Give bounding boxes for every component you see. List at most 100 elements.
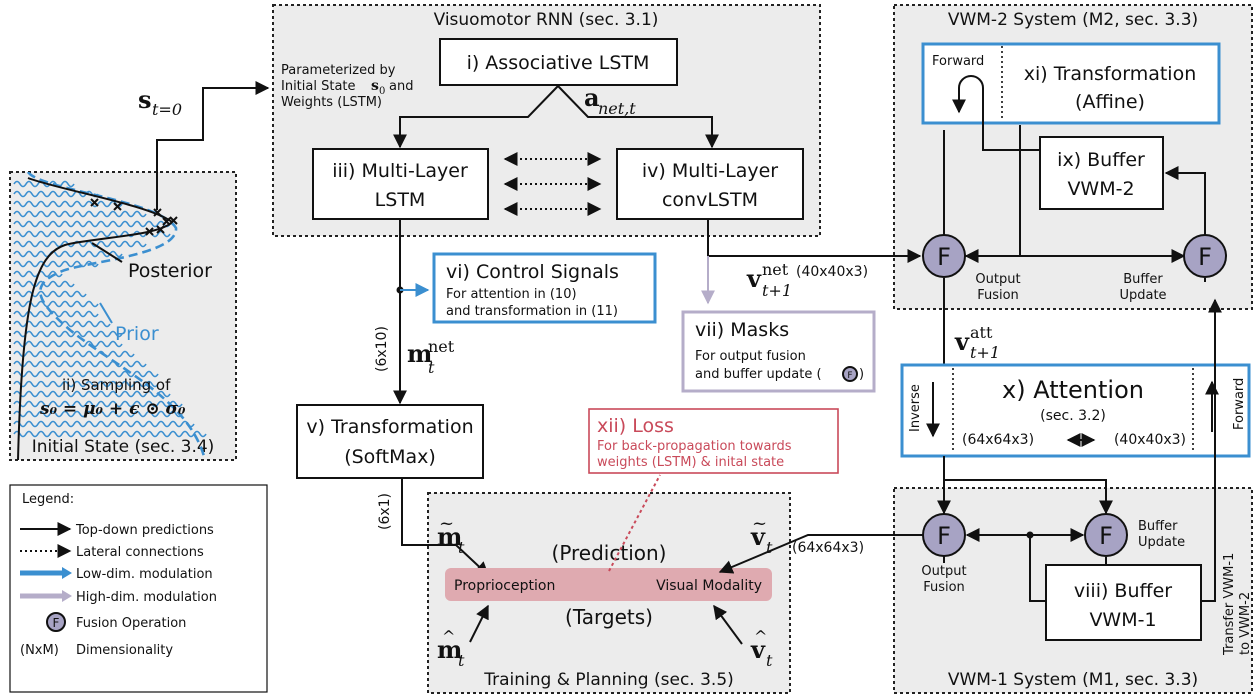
vwm1-buffer-update-line2: Update — [1138, 535, 1185, 550]
vwm2-title: VWM-2 System (M2, sec. 3.3) — [948, 10, 1198, 30]
loss-line1: For back-propagation towards — [597, 439, 792, 454]
param-line1: Parameterized by — [281, 63, 396, 78]
assoc-to-convlstm-arrow — [557, 85, 719, 149]
v-hat-symbol: v — [750, 635, 766, 664]
v-net-sub: t+1 — [762, 281, 792, 300]
param-line2: Initial State — [281, 79, 356, 94]
v-net-dim: (40x40x3) — [796, 264, 868, 280]
posterior-pointer — [91, 242, 123, 263]
multilayer-lstm-line1: iii) Multi-Layer — [332, 160, 468, 182]
transfer-arrow — [1201, 298, 1222, 602]
masks-box: vii) Masks For output fusion and buffer … — [681, 310, 876, 393]
svg-text:F: F — [937, 243, 951, 271]
affine-transformation-box: Forward xi) Transformation (Affine) — [921, 42, 1221, 125]
svg-text:~: ~ — [439, 513, 454, 534]
legend-item-4: High-dim. modulation — [76, 590, 217, 605]
v-att-sub: t+1 — [970, 343, 1000, 362]
fusion-output-vwm1: F — [922, 513, 966, 557]
hatch-wave — [13, 260, 99, 268]
hatch-wave — [13, 240, 147, 248]
multilayer-convlstm-box: iv) Multi-Layer convLSTM — [616, 148, 804, 220]
v-att-sup: att — [970, 323, 993, 342]
hatch-wave — [13, 360, 147, 368]
a-net-subscript: net,t — [598, 99, 636, 118]
sampling-equation: s₀ = μ₀ + ϵ ⊙ σ₀ — [39, 399, 186, 419]
v-net-sup: net — [762, 260, 789, 279]
hatch-wave — [13, 350, 135, 358]
svg-text:): ) — [859, 367, 864, 382]
attention-forward-label: Forward — [1232, 378, 1247, 430]
vwm2-output-fusion-line2: Fusion — [977, 288, 1019, 303]
initial-state-title: Initial State (sec. 3.4) — [32, 437, 215, 457]
prediction-arrow — [718, 534, 925, 574]
loss-box: xii) Loss For back-propagation towards w… — [588, 408, 839, 474]
visuomotor-title: Visuomotor RNN (sec. 3.1) — [434, 10, 659, 30]
hatch-wave — [13, 430, 207, 438]
hatch-wave — [13, 420, 195, 428]
s-t0-subscript: t=0 — [152, 100, 182, 119]
hatch-wave — [13, 300, 99, 308]
attention-left-dim: (64x64x3) — [962, 432, 1034, 448]
m-tilde-symbol: m — [437, 522, 462, 551]
lateral-connections — [503, 152, 602, 216]
vwm2-output-fusion-line1: Output — [975, 272, 1020, 287]
hatch-wave — [13, 290, 87, 298]
m-net-sub: t — [428, 358, 435, 377]
hatch-wave — [13, 340, 123, 348]
modality-bar — [445, 568, 772, 601]
vwm1-title: VWM-1 System (M1, sec. 3.3) — [948, 670, 1198, 690]
vwm1-buffer-update-line1: Buffer — [1138, 519, 1178, 534]
vwm1-output-fusion-line1: Output — [921, 564, 966, 579]
sampling-label: ii) Sampling of — [62, 376, 171, 394]
svg-text:^: ^ — [442, 627, 455, 646]
v-att-symbol: v — [954, 327, 970, 356]
hatch-wave — [13, 230, 171, 238]
softmax-box: v) Transformation (SoftMax) — [296, 404, 484, 479]
transfer-line2: to VWM-2 — [1238, 592, 1253, 655]
svg-text:~: ~ — [752, 513, 767, 534]
masks-fusion-icon — [842, 366, 858, 382]
param-line2b: and — [389, 79, 413, 94]
prior-label: Prior — [115, 323, 159, 345]
control-signals-title: vi) Control Signals — [446, 261, 619, 283]
legend-item-3: Low-dim. modulation — [76, 567, 213, 582]
prior-pointer — [99, 302, 113, 324]
svg-text:t: t — [766, 651, 773, 670]
m-net-symbol: m — [407, 339, 432, 368]
hatch-wave — [13, 390, 171, 398]
a-net-symbol: a — [584, 83, 600, 112]
vwm2-buffer-update-line2: Update — [1119, 288, 1166, 303]
buffer-vwm1-line2: VWM-1 — [1089, 609, 1156, 631]
svg-text:F: F — [1198, 243, 1212, 271]
attention-title: x) Attention — [1002, 376, 1144, 404]
m-hat-symbol: m — [437, 635, 462, 664]
multilayer-convlstm-line1: iv) Multi-Layer — [642, 160, 778, 182]
softmax-dim: (6x1) — [377, 493, 393, 530]
hatch-wave — [13, 400, 183, 408]
associative-lstm-label: i) Associative LSTM — [467, 52, 650, 74]
visual-modality-label: Visual Modality — [656, 578, 762, 594]
masks-title: vii) Masks — [695, 319, 789, 341]
multilayer-convlstm-line2: convLSTM — [662, 189, 758, 211]
buffer-vwm2-box: ix) Buffer VWM-2 — [1039, 136, 1164, 210]
fusion-update-vwm1: F — [1084, 513, 1128, 557]
buffer-vwm1-line1: viii) Buffer — [1074, 580, 1172, 602]
affine-line2: (Affine) — [1075, 91, 1145, 113]
pred-dim: (64x64x3) — [792, 540, 864, 556]
affine-forward-label: Forward — [932, 54, 984, 69]
svg-text:F: F — [1099, 522, 1113, 550]
m-dim-label: (6x10) — [374, 326, 390, 372]
targets-label: (Targets) — [565, 605, 653, 629]
param-s0-sub: 0 — [379, 86, 385, 97]
softmax-line1: v) Transformation — [306, 416, 473, 438]
hatch-wave — [13, 200, 123, 208]
fusion-output-vwm2: F — [922, 234, 966, 278]
distribution-plot — [13, 172, 207, 460]
svg-text:^: ^ — [754, 627, 767, 646]
softmax-to-prediction-arrow — [401, 479, 490, 576]
svg-text:F: F — [847, 371, 852, 381]
loss-line2: weights (LSTM) & inital state — [597, 455, 784, 470]
hatch-wave — [13, 190, 99, 198]
svg-text:t: t — [458, 538, 465, 557]
